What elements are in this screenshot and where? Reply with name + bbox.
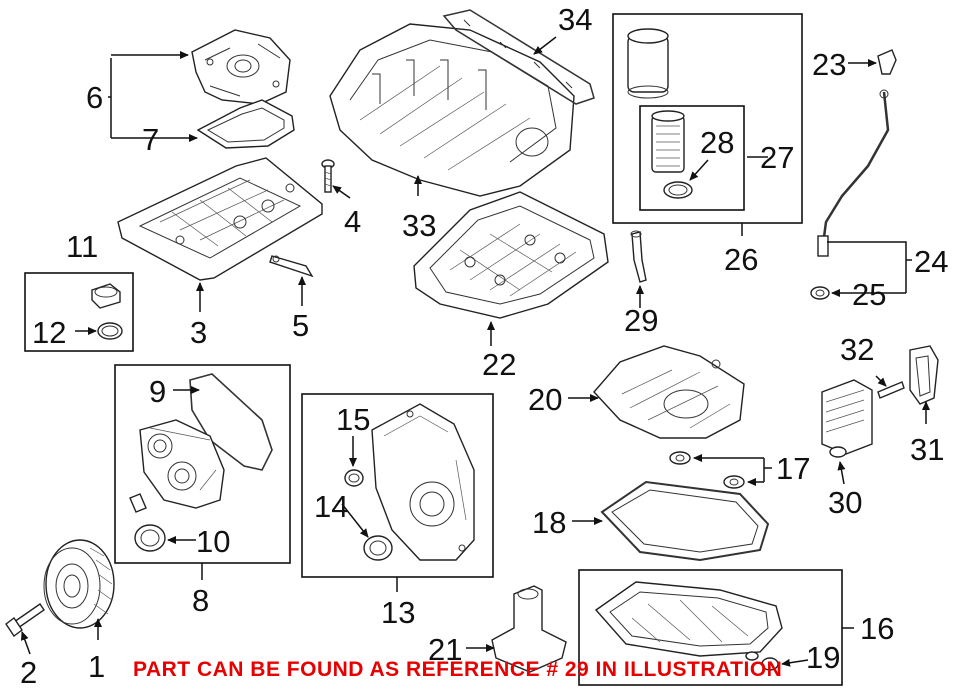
- box-group-11: [24, 272, 134, 352]
- callout-4: 4: [344, 204, 361, 239]
- part-11-oil-filler-cap: [91, 283, 121, 309]
- callout-9: 9: [149, 374, 166, 409]
- callout-26: 26: [724, 242, 758, 277]
- part-21-oil-level-sensor: [491, 585, 567, 673]
- part-19-drain-plug: [745, 651, 779, 671]
- callout-29: 29: [624, 303, 658, 338]
- part-15-seal: [344, 469, 364, 487]
- callout-30: 30: [828, 485, 862, 520]
- callout-27: 27: [760, 140, 794, 175]
- callout-18: 18: [532, 505, 566, 540]
- callout-16: 16: [860, 611, 894, 646]
- part-10-seal: [134, 524, 166, 552]
- part-1-crankshaft-pulley: [43, 539, 115, 629]
- callout-5: 5: [292, 308, 309, 343]
- callout-11: 11: [66, 229, 98, 264]
- part-8-timing-cover: [139, 419, 225, 509]
- part-22-cylinder-head: [413, 191, 609, 319]
- part-13-front-cover: [371, 403, 475, 561]
- box-group-26: [612, 13, 803, 224]
- callout-8: 8: [192, 583, 209, 618]
- part-32-bolt: [877, 381, 905, 399]
- part-20-oil-baffle: [593, 345, 745, 439]
- callout-14: 14: [314, 489, 348, 524]
- callout-28: 28: [700, 125, 734, 160]
- callout-24: 24: [914, 244, 948, 279]
- part-29-sensor: [630, 230, 647, 283]
- part-18-oil-pan-gasket: [600, 480, 770, 562]
- part-28-o-ring: [663, 181, 693, 199]
- callout-33: 33: [402, 208, 436, 243]
- part-27-oil-filter-element: [651, 110, 685, 173]
- callout-1: 1: [88, 649, 105, 684]
- box-group-27: [639, 105, 745, 211]
- part-23-dipstick-handle: [877, 49, 897, 75]
- part-33-intake-manifold: [329, 23, 575, 197]
- callout-20: 20: [528, 382, 562, 417]
- callout-2: 2: [20, 655, 37, 690]
- part-26-oil-filter-housing: [627, 28, 669, 99]
- part-31-gasket: [909, 345, 939, 405]
- part-5-sensor: [269, 255, 314, 278]
- leader-lines: [20, 36, 930, 667]
- part-24-dipstick-tube: [817, 89, 890, 257]
- part-6-breather-housing: [191, 29, 291, 105]
- part-4-bolt: [321, 159, 335, 193]
- callout-7: 7: [142, 122, 159, 157]
- reference-notice: PART CAN BE FOUND AS REFERENCE # 29 IN I…: [133, 658, 783, 681]
- part-16-oil-pan: [594, 581, 783, 657]
- callout-3: 3: [190, 315, 207, 350]
- callout-23: 23: [812, 47, 846, 82]
- callout-25: 25: [852, 277, 886, 312]
- callout-15: 15: [336, 402, 370, 437]
- callout-22: 22: [482, 347, 516, 382]
- part-25-washer: [810, 286, 830, 300]
- callout-10: 10: [196, 524, 230, 559]
- callout-12: 12: [32, 315, 66, 350]
- callout-numbers: 1 2 3 4 5 6 7 8 9 10 11 12 13 14 15 16 1…: [20, 2, 948, 690]
- callout-31: 31: [910, 432, 944, 467]
- part-3-valve-cover: [117, 157, 323, 281]
- part-2-pulley-bolt: [5, 603, 45, 638]
- callout-6: 6: [86, 80, 103, 115]
- part-17-gaskets: [669, 451, 745, 489]
- callout-34: 34: [558, 2, 592, 37]
- part-30-oil-cooler: [821, 379, 873, 458]
- part-12-seal-ring: [97, 322, 123, 340]
- callout-21: 21: [428, 632, 462, 667]
- part-7-breather-gasket: [196, 99, 295, 149]
- part-34-manifold-gasket: [442, 9, 595, 105]
- callout-32: 32: [840, 332, 874, 367]
- callout-19: 19: [806, 640, 840, 675]
- part-8-bolt: [129, 493, 147, 513]
- part-9-gasket: [189, 373, 273, 471]
- callout-13: 13: [381, 595, 415, 630]
- part-14-seal: [363, 535, 393, 561]
- callout-17: 17: [776, 451, 810, 486]
